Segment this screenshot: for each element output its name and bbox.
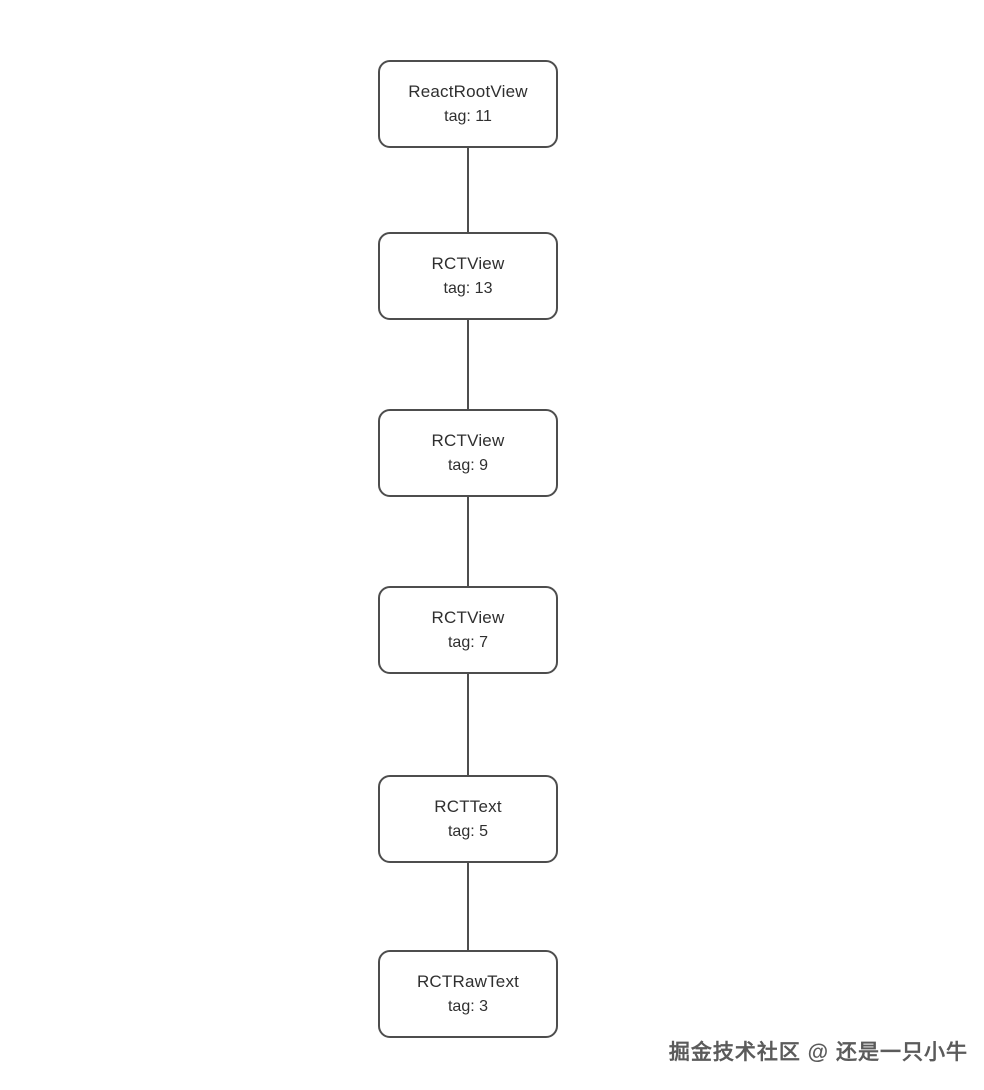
tree-node-rctview-13: RCTView tag: 13 xyxy=(378,232,558,320)
connector-line xyxy=(467,320,469,409)
node-tag: tag: 9 xyxy=(447,457,489,474)
node-class-name: RCTView xyxy=(431,608,505,627)
node-tag: tag: 13 xyxy=(443,280,493,297)
node-tree: ReactRootView tag: 11 RCTView tag: 13 RC… xyxy=(378,60,558,1038)
node-class-name: RCTView xyxy=(431,254,505,273)
connector-line xyxy=(467,674,469,775)
tree-node-rcttext: RCTText tag: 5 xyxy=(378,775,558,863)
tree-node-rctview-9: RCTView tag: 9 xyxy=(378,409,558,497)
node-class-name: RCTView xyxy=(431,431,505,450)
node-tag: tag: 5 xyxy=(447,823,489,840)
watermark-text: 掘金技术社区 @ 还是一只小牛 xyxy=(668,1041,968,1064)
node-class-name: RCTText xyxy=(434,797,502,816)
node-tag: tag: 3 xyxy=(447,998,489,1015)
tree-node-rctview-7: RCTView tag: 7 xyxy=(378,586,558,674)
node-tag: tag: 11 xyxy=(444,108,492,125)
tree-node-reactrootview: ReactRootView tag: 11 xyxy=(378,60,558,148)
node-class-name: ReactRootView xyxy=(408,82,528,101)
connector-line xyxy=(467,148,469,232)
node-tag: tag: 7 xyxy=(447,634,489,651)
connector-line xyxy=(467,863,469,950)
node-class-name: RCTRawText xyxy=(416,972,520,991)
tree-node-rctrawtext: RCTRawText tag: 3 xyxy=(378,950,558,1038)
connector-line xyxy=(467,497,469,586)
